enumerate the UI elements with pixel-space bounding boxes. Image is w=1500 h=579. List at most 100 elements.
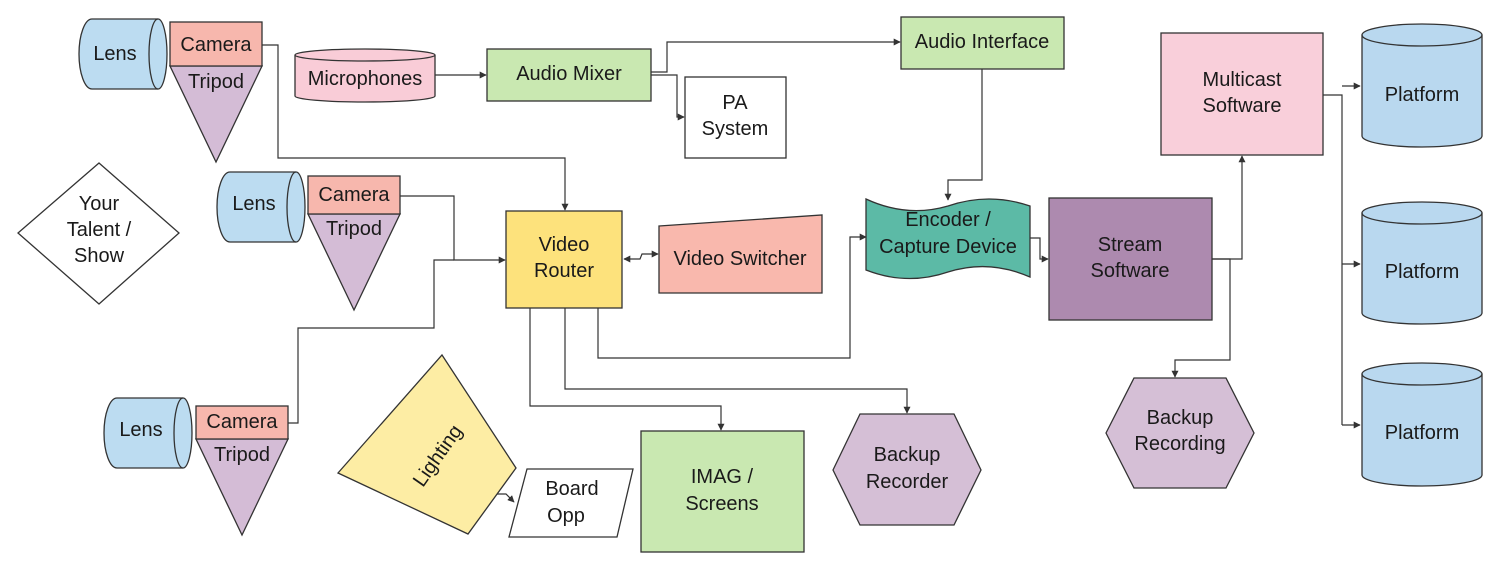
backup-recorder-hexagon	[832, 413, 982, 526]
backup-recording-label-line-2: Recording	[1134, 433, 1225, 455]
camera-body	[307, 175, 401, 215]
board-opp-label-line-2: Opp	[547, 505, 585, 527]
imag-screens-label-line-1: IMAG /	[691, 466, 754, 488]
connectors	[262, 38, 1361, 503]
audio-mixer-box	[486, 48, 652, 102]
platform-cylinder	[1361, 23, 1483, 148]
stream-software-node: Stream Software	[1048, 197, 1213, 321]
connector-stream-backup-recording	[1171, 258, 1231, 378]
lens-label: Lens	[93, 43, 136, 65]
pa-system-label-line-2: System	[702, 118, 769, 140]
video-switcher-label: Video Switcher	[673, 248, 806, 270]
connector-mixer-audio-interface	[651, 38, 901, 73]
camera-label: Camera	[206, 411, 278, 433]
audio-mixer-label: Audio Mixer	[516, 63, 622, 85]
board-opp-node: Board Opp	[508, 468, 634, 538]
lighting-shape	[336, 353, 517, 535]
connector-camera1-router	[262, 44, 569, 211]
platform-node-3: Platform	[1361, 362, 1483, 487]
lighting-node: Lighting	[336, 353, 517, 535]
pa-system-box	[684, 76, 787, 159]
connector-audio-interface-encoder	[944, 69, 983, 201]
tripod-label: Tripod	[326, 218, 382, 240]
platform-cylinder	[1361, 201, 1483, 325]
video-router-label-line-1: Video	[539, 234, 590, 256]
audio-interface-label: Audio Interface	[915, 31, 1050, 53]
camera-body	[195, 405, 289, 440]
stream-software-label-line-2: Software	[1091, 260, 1170, 282]
backup-recording-label-line-1: Backup	[1147, 407, 1214, 429]
connector-mixer-pa	[651, 74, 685, 121]
encoder-node: Encoder / Capture Device	[865, 197, 1031, 280]
microphones-cylinder-top	[294, 54, 436, 62]
imag-screens-box	[640, 430, 805, 553]
backup-recorder-label-line-1: Backup	[874, 444, 941, 466]
connector-router-switcher	[623, 250, 659, 263]
connector-multicast-platforms	[1323, 94, 1343, 425]
connector-router-backup-recorder	[564, 308, 911, 414]
imag-screens-label-line-2: Screens	[685, 493, 758, 515]
talent-node: Your Talent / Show	[17, 162, 180, 305]
connector-stream-multicast	[1212, 155, 1246, 260]
talent-label-line-2: Talent /	[67, 219, 132, 241]
tripod-label: Tripod	[214, 444, 270, 466]
platform-node-1: Platform	[1361, 23, 1483, 148]
lens-rim	[173, 397, 184, 469]
encoder-label-line-2: Capture Device	[879, 236, 1017, 258]
talent-label-line-3: Show	[74, 245, 125, 267]
audio-interface-node: Audio Interface	[900, 16, 1065, 70]
video-router-node: Video Router	[505, 210, 623, 309]
camera-label: Camera	[318, 184, 390, 206]
lens-rim	[148, 18, 159, 90]
video-switcher-node: Video Switcher	[658, 214, 823, 294]
camera-rig-2: Tripod Camera Lens	[216, 171, 402, 312]
camera-label: Camera	[180, 34, 252, 56]
connector-router-imag	[529, 308, 725, 431]
audio-mixer-node: Audio Mixer	[486, 48, 652, 102]
camera-rig-1: Tripod Camera Lens	[78, 18, 264, 164]
tripod-label: Tripod	[188, 71, 244, 93]
encoder-label-line-1: Encoder /	[905, 209, 991, 231]
lens-rim	[286, 171, 297, 243]
encoder-tape-shape	[865, 197, 1031, 280]
platform-label: Platform	[1385, 261, 1459, 283]
connector-router-encoder	[597, 233, 867, 359]
video-router-box	[505, 210, 623, 309]
backup-recording-hexagon	[1105, 377, 1255, 489]
audio-interface-box	[900, 16, 1065, 70]
multicast-software-label-line-1: Multicast	[1203, 69, 1282, 91]
connector-camera2-router	[400, 195, 506, 264]
video-switcher-shape	[658, 214, 823, 294]
pa-system-node: PA System	[684, 76, 787, 159]
backup-recorder-node: Backup Recorder	[832, 413, 982, 526]
platform-cylinder-top	[1361, 212, 1483, 225]
platform-cylinder-top	[1361, 373, 1483, 386]
microphones-label: Microphones	[308, 68, 423, 90]
platform-node-2: Platform	[1361, 201, 1483, 325]
board-opp-parallelogram	[508, 468, 634, 538]
video-router-label-line-2: Router	[534, 260, 594, 282]
microphones-cylinder	[294, 48, 436, 103]
connector-camera3-router	[288, 259, 454, 424]
stream-software-label-line-1: Stream	[1098, 234, 1162, 256]
board-opp-label-line-1: Board	[545, 478, 598, 500]
imag-screens-node: IMAG / Screens	[640, 430, 805, 553]
multicast-software-box	[1160, 32, 1324, 156]
talent-diamond	[17, 162, 180, 305]
microphones-node: Microphones	[294, 48, 436, 103]
platform-cylinder-top	[1361, 34, 1483, 47]
lens-label: Lens	[119, 419, 162, 441]
backup-recorder-label-line-2: Recorder	[866, 471, 949, 493]
backup-recording-node: Backup Recording	[1105, 377, 1255, 489]
multicast-software-label-line-2: Software	[1203, 95, 1282, 117]
platform-cylinder	[1361, 362, 1483, 487]
stream-software-box	[1048, 197, 1213, 321]
connector-encoder-stream	[1030, 237, 1049, 263]
platform-label: Platform	[1385, 84, 1459, 106]
camera-body	[169, 21, 263, 67]
multicast-software-node: Multicast Software	[1160, 32, 1324, 156]
platform-label: Platform	[1385, 422, 1459, 444]
talent-label-line-1: Your	[79, 193, 120, 215]
camera-rig-3: Tripod Camera Lens	[103, 397, 290, 537]
